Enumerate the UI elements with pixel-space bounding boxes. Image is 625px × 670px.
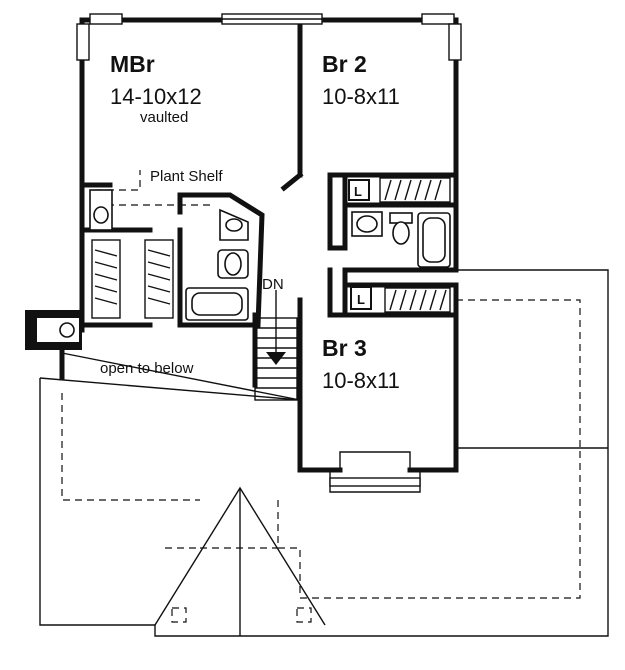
linen-box-1 xyxy=(348,179,370,201)
dashed-lines xyxy=(61,170,581,623)
linen-label-2: L xyxy=(357,292,365,307)
roof-outline xyxy=(39,269,609,637)
linen-box-2 xyxy=(350,286,372,310)
bath-fixtures xyxy=(59,189,451,338)
mbr-note: vaulted xyxy=(140,109,188,126)
linen-label-1: L xyxy=(354,184,362,199)
walls xyxy=(25,17,459,473)
down-label: DN xyxy=(262,276,284,293)
closet-rods xyxy=(91,177,451,319)
br3-name: Br 3 xyxy=(322,335,367,361)
br2-name: Br 2 xyxy=(322,51,367,77)
br2-size: 10-8x11 xyxy=(322,84,400,109)
stairs xyxy=(254,290,298,401)
mbr-size: 14-10x12 xyxy=(110,84,202,109)
mbr-name: MBr xyxy=(110,51,155,77)
plant-shelf-label: Plant Shelf xyxy=(150,168,223,185)
open-to-below-label: open to below xyxy=(100,360,194,377)
windows xyxy=(76,13,462,493)
br3-size: 10-8x11 xyxy=(322,368,400,393)
